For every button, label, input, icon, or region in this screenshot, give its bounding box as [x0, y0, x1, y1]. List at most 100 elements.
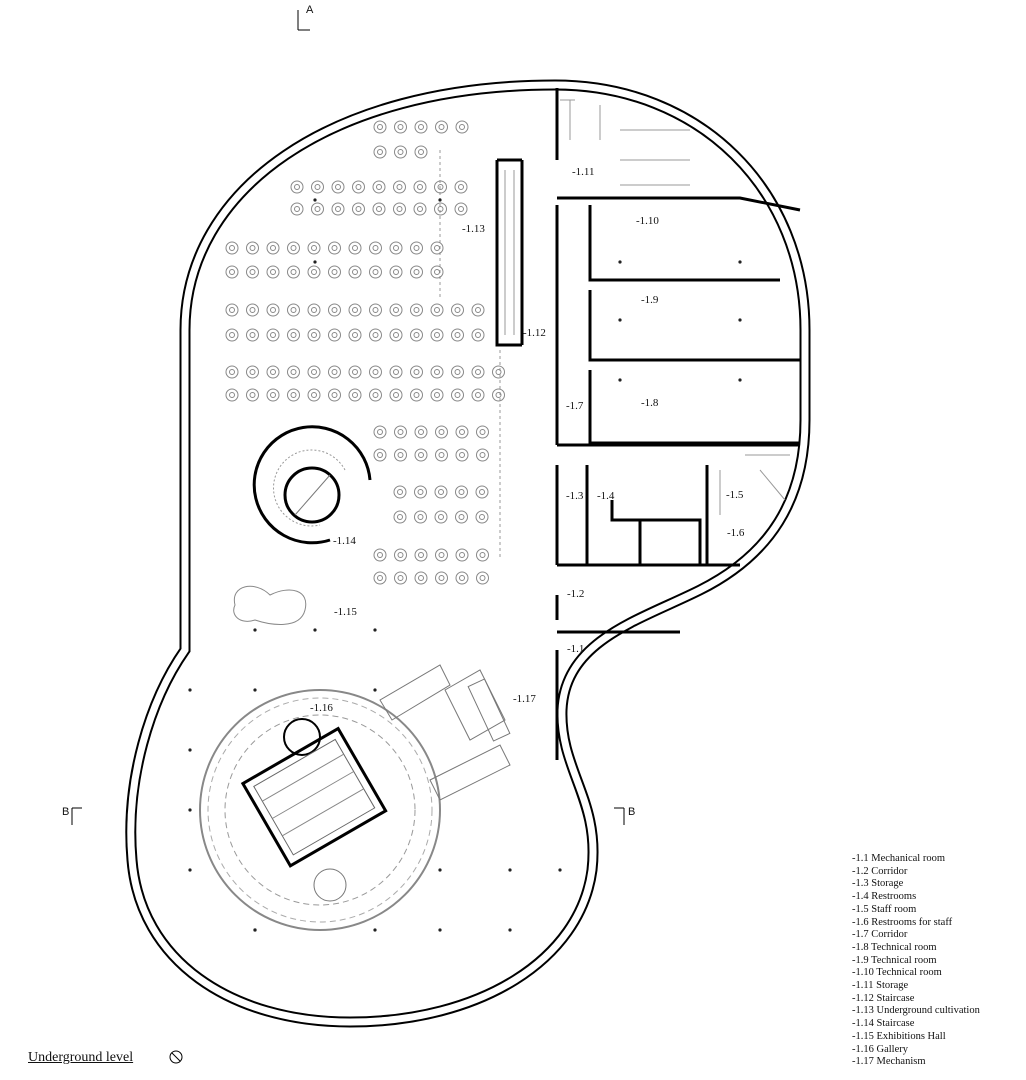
column — [188, 748, 192, 752]
plant-pot — [471, 328, 485, 342]
plant-pot — [311, 202, 324, 216]
plant-pot — [335, 184, 341, 190]
plant-pot — [328, 365, 341, 379]
plant-pot — [492, 388, 505, 402]
room-label: -1.13 — [462, 223, 485, 235]
plant-pot — [438, 575, 445, 581]
plant-pot — [414, 425, 428, 439]
plant-pot — [397, 575, 404, 581]
plant-pot — [455, 485, 468, 499]
plant-pot — [331, 269, 338, 275]
plant-pot — [438, 489, 444, 495]
plant-pot — [413, 369, 420, 375]
plant-pot — [476, 548, 489, 562]
plant-pot — [311, 307, 317, 313]
plant-pot — [290, 369, 297, 375]
column — [738, 318, 742, 322]
section-label-b-left: B — [62, 806, 70, 818]
plant-pot — [418, 452, 424, 458]
plant-pot — [394, 145, 407, 159]
plant-pot — [438, 429, 445, 435]
plant-pot — [413, 180, 427, 194]
plant-pot — [229, 269, 235, 275]
plant-pot — [393, 269, 399, 275]
plant-pot — [377, 575, 383, 581]
plant-pot — [249, 332, 256, 338]
legend-item: -1.15 Exhibitions Hall — [852, 1030, 946, 1042]
plant-pot — [475, 332, 481, 338]
plant-pot — [311, 269, 317, 275]
plant-pot — [389, 265, 403, 279]
plant-pot — [328, 241, 341, 255]
plant-pot — [266, 365, 280, 379]
plant-pot — [451, 303, 464, 317]
plant-pot — [377, 149, 383, 155]
column — [313, 628, 317, 632]
plant-pot — [479, 429, 486, 435]
plant-pot — [249, 245, 256, 251]
plant-pot — [418, 124, 424, 130]
plant-pot — [328, 328, 341, 342]
plant-pot — [397, 452, 404, 458]
plant-pot — [393, 307, 399, 313]
plant-pot — [397, 489, 403, 495]
plant-pot — [328, 265, 341, 279]
plant-pot — [434, 269, 440, 275]
room-label: -1.6 — [727, 527, 745, 539]
plant-pot — [294, 184, 300, 190]
plant-pot — [389, 303, 403, 317]
plant-pot — [435, 548, 448, 562]
plant-pot — [397, 124, 404, 130]
plant-pot — [430, 265, 444, 279]
room-label: -1.11 — [572, 166, 595, 178]
plant-pot — [355, 184, 362, 190]
plant-pot — [418, 429, 424, 435]
column — [438, 928, 442, 932]
plant-pot — [348, 303, 362, 317]
plant-pot — [454, 307, 461, 313]
plant-pot — [455, 120, 469, 134]
plant-pot — [266, 328, 280, 342]
plant-pot — [307, 388, 321, 402]
section-marker-b-left — [71, 807, 82, 825]
plant-pot — [393, 485, 407, 499]
legend-item: -1.2 Corridor — [852, 865, 908, 877]
plant-pot — [475, 392, 481, 398]
plant-pot — [225, 265, 239, 279]
column — [738, 260, 742, 264]
plant-pot — [434, 392, 440, 398]
plant-pot — [225, 388, 239, 402]
room-label: -1.17 — [513, 693, 536, 705]
plant-pot — [290, 269, 297, 275]
plant-pot — [290, 180, 304, 194]
plant-pot — [417, 514, 424, 520]
room-label: -1.10 — [636, 215, 659, 227]
plant-pot — [430, 303, 444, 317]
plant-pot — [418, 552, 424, 558]
room-label: -1.15 — [334, 606, 357, 618]
plant-pot — [307, 265, 321, 279]
room-label: -1.1 — [567, 643, 585, 655]
plant-pot — [454, 332, 461, 338]
plant-pot — [328, 303, 341, 317]
plant-pot — [352, 245, 358, 251]
plant-pot — [372, 307, 379, 313]
legend-item: -1.13 Underground cultivation — [852, 1005, 980, 1017]
plant-pot — [475, 369, 481, 375]
plant-pot — [372, 202, 386, 216]
plant-pot — [246, 241, 259, 255]
plant-pot — [311, 392, 317, 398]
plant-pot — [335, 206, 341, 212]
service-walls — [495, 88, 801, 760]
plant-pot — [290, 392, 297, 398]
plant-pot — [266, 241, 280, 255]
plant-pot — [369, 265, 382, 279]
column — [618, 260, 622, 264]
plant-pot — [410, 328, 423, 342]
plant-pot — [352, 369, 358, 375]
plant-pot — [249, 369, 256, 375]
plant-pot — [372, 369, 379, 375]
plant-pot — [352, 269, 358, 275]
plant-pot — [393, 510, 407, 524]
legend-item: -1.4 Restrooms — [852, 891, 917, 903]
